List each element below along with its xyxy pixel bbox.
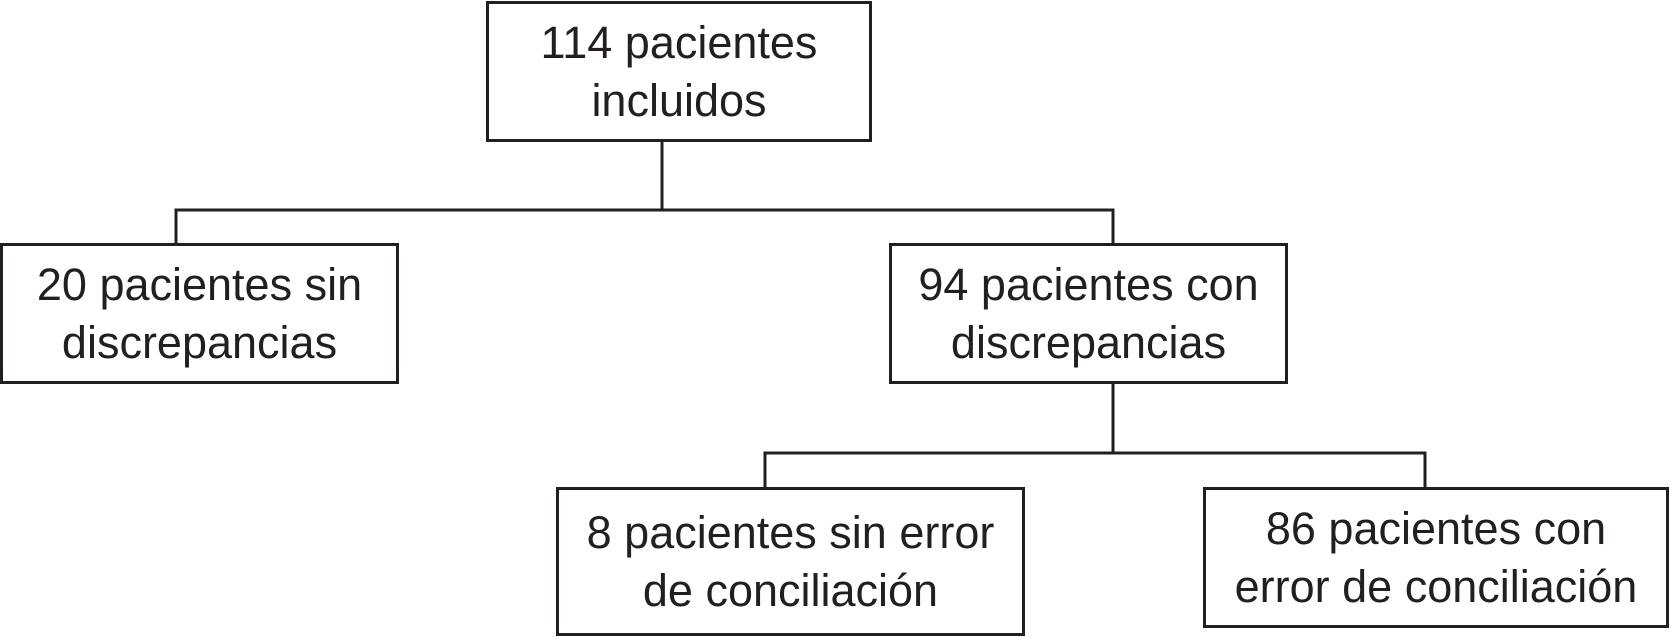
node-root-line1: 114 pacientes [540, 16, 818, 68]
node-with-discrepancies-text: 94 pacientes con discrepancias [892, 256, 1285, 372]
node-root-line2: incluidos [591, 74, 767, 126]
node-no-discrepancies: 20 pacientes sin discrepancias [0, 243, 399, 384]
node-no-error-line2: de conciliación [642, 564, 939, 616]
node-with-error-line2: error de conciliación [1234, 560, 1638, 612]
node-root-patients-included: 114 pacientes incluidos [486, 1, 872, 142]
node-with-discrepancies: 94 pacientes con discrepancias [889, 243, 1288, 384]
node-root-text: 114 pacientes incluidos [489, 14, 869, 130]
node-no-error-text: 8 pacientes sin error de conciliación [559, 504, 1022, 620]
node-with-discrepancies-line1: 94 pacientes con [918, 258, 1259, 310]
node-with-reconciliation-error: 86 pacientes con error de conciliación [1203, 487, 1669, 628]
node-no-error-line1: 8 pacientes sin error [586, 506, 995, 558]
node-no-reconciliation-error: 8 pacientes sin error de conciliación [556, 487, 1025, 636]
node-with-error-text: 86 pacientes con error de conciliación [1206, 500, 1666, 616]
node-with-discrepancies-line2: discrepancias [950, 316, 1227, 368]
node-no-discrepancies-line2: discrepancias [61, 316, 338, 368]
node-no-discrepancies-text: 20 pacientes sin discrepancias [3, 256, 396, 372]
node-no-discrepancies-line1: 20 pacientes sin [36, 258, 363, 310]
node-with-error-line1: 86 pacientes con [1265, 502, 1607, 554]
